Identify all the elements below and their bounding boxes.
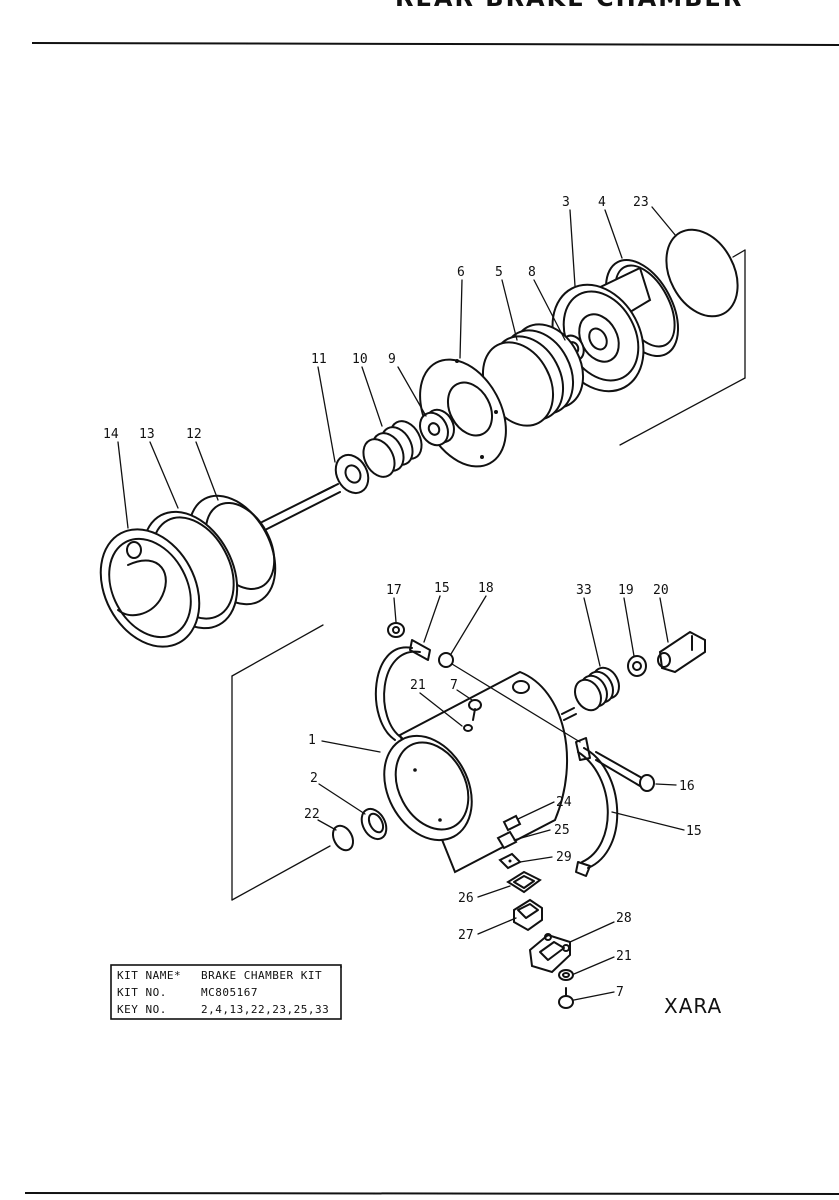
callout-26: 26 xyxy=(458,891,474,906)
part-2-ring xyxy=(360,807,388,841)
part-27-seal xyxy=(513,898,543,932)
lower-assembly xyxy=(117,206,706,1009)
callout-24: 24 xyxy=(556,795,572,810)
callout-labels: 3 4 23 6 5 8 11 10 9 14 13 12 17 15 18 3… xyxy=(103,195,702,1000)
kit-info-table: KIT NAME* BRAKE CHAMBER KIT KIT NO. MC80… xyxy=(110,964,342,1020)
callout-28: 28 xyxy=(616,911,632,926)
kit-name-label: KIT NAME* xyxy=(117,969,181,982)
callout-3: 3 xyxy=(562,195,570,210)
part-28-bracket xyxy=(528,933,571,974)
callout-10: 10 xyxy=(352,352,368,367)
part-9-piston xyxy=(419,408,455,447)
part-33-boot xyxy=(574,666,620,712)
callout-11: 11 xyxy=(311,352,327,367)
part-15-clamp-lower xyxy=(575,737,619,877)
part-21-washer-lower xyxy=(558,969,574,981)
part-11-retainer xyxy=(334,453,370,495)
part-5-bellows xyxy=(481,323,585,427)
callout-27: 27 xyxy=(458,928,474,943)
callout-15-top: 15 xyxy=(434,581,450,596)
upper-assembly xyxy=(99,228,746,648)
model-code: XARA xyxy=(664,994,722,1018)
key-no-label: KEY NO. xyxy=(117,1003,167,1016)
callout-1: 1 xyxy=(308,733,316,748)
callout-8: 8 xyxy=(528,265,536,280)
part-29-gasket xyxy=(498,852,522,870)
header-rule xyxy=(31,42,839,46)
callout-6: 6 xyxy=(457,265,465,280)
callout-16: 16 xyxy=(679,779,695,794)
part-18-nut xyxy=(438,652,581,743)
callout-18: 18 xyxy=(478,581,494,596)
callout-21-top: 21 xyxy=(410,678,426,693)
callout-2: 2 xyxy=(310,771,318,786)
part-25-pad xyxy=(496,830,518,850)
callout-33: 33 xyxy=(576,583,592,598)
footer-rule xyxy=(24,1192,839,1195)
part-7-bolt-upper xyxy=(463,699,482,732)
callout-23: 23 xyxy=(633,195,649,210)
kit-no-label: KIT NO. xyxy=(117,986,167,999)
callout-29: 29 xyxy=(556,850,572,865)
part-7-bolt-lower xyxy=(558,987,574,1009)
callout-25: 25 xyxy=(554,823,570,838)
part-19-nut xyxy=(627,655,647,677)
callout-12: 12 xyxy=(186,427,202,442)
part-20-clevis xyxy=(657,630,706,674)
part-17-nut xyxy=(387,622,405,638)
part-23-gasket xyxy=(665,228,739,318)
callout-7-top: 7 xyxy=(450,678,458,693)
callout-17: 17 xyxy=(386,583,402,598)
part-24-plug xyxy=(502,814,522,832)
part-16-bolt xyxy=(595,751,655,792)
callout-14: 14 xyxy=(103,427,119,442)
part-10-spring xyxy=(362,420,423,478)
kit-name-value: BRAKE CHAMBER KIT xyxy=(201,969,322,982)
callout-19: 19 xyxy=(618,583,634,598)
key-no-value: 2,4,13,22,23,25,33 xyxy=(201,1003,329,1016)
callout-7-bottom: 7 xyxy=(616,985,624,1000)
part-22-cap xyxy=(331,824,355,852)
callout-9: 9 xyxy=(388,352,396,367)
kit-no-value: MC805167 xyxy=(201,986,258,999)
callout-5: 5 xyxy=(495,265,503,280)
part-15-clamp-upper xyxy=(375,639,431,741)
callout-20: 20 xyxy=(653,583,669,598)
callout-21-bottom: 21 xyxy=(616,949,632,964)
callout-4: 4 xyxy=(598,195,606,210)
leader-lines xyxy=(117,206,685,1001)
push-rod xyxy=(261,483,341,531)
part-1-chamber-body xyxy=(383,670,577,874)
part-26-cover xyxy=(506,870,542,894)
part-14-end-cap xyxy=(99,528,201,648)
callout-13: 13 xyxy=(139,427,155,442)
callout-22: 22 xyxy=(304,807,320,822)
callout-15-bottom: 15 xyxy=(686,824,702,839)
header-title: REAR BRAKE CHAMBER xyxy=(395,0,743,12)
